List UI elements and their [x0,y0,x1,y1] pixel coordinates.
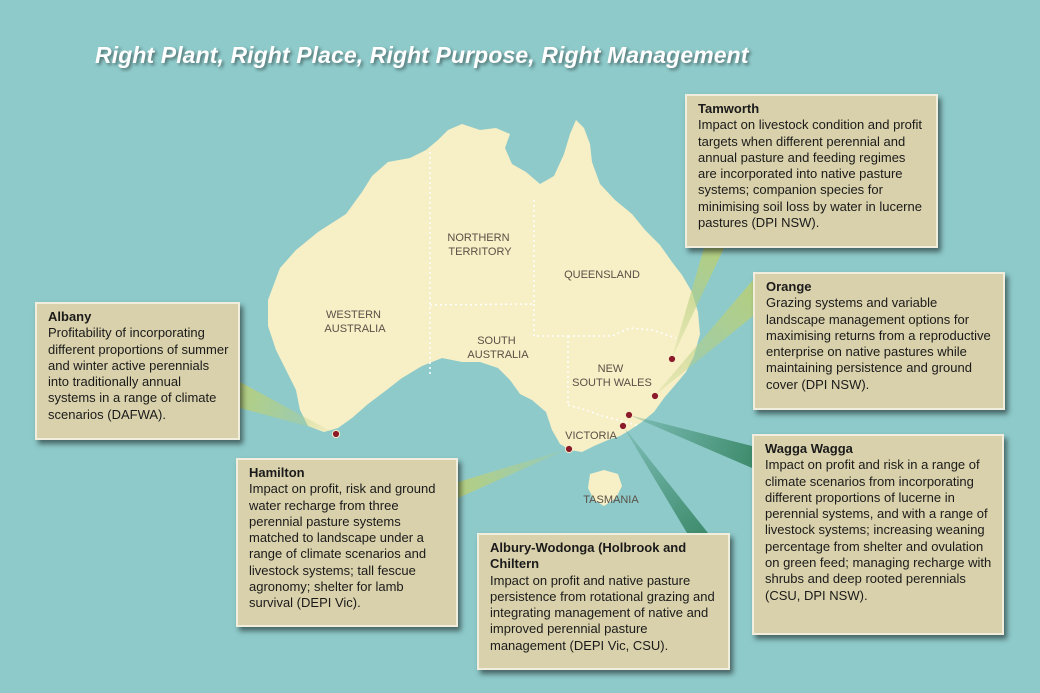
hamilton-description: Impact on profit, risk and ground water … [249,481,436,611]
tamworth-callout: Tamworth Impact on livestock condition a… [685,94,938,248]
orange-title: Orange [766,279,812,294]
tamworth-marker [667,354,677,364]
hamilton-callout: Hamilton Impact on profit, risk and grou… [236,458,458,627]
wagga-callout: Wagga Wagga Impact on profit and risk in… [752,434,1004,635]
mainland-australia [268,120,700,452]
albury-description: Impact on profit and native pasture pers… [490,572,715,653]
albany-pointer [240,382,336,434]
wagga-title: Wagga Wagga [765,441,853,456]
albury-marker [618,421,628,431]
border-nsw-vic [567,404,641,427]
orange-callout: Orange Grazing systems and variable land… [753,272,1005,410]
state-borders [429,152,677,427]
label-tasmania: TASMANIA [583,494,639,506]
label-victoria: VICTORIA [565,430,617,442]
hamilton-title: Hamilton [249,465,305,480]
albury-pointer [623,426,708,533]
tamworth-description: Impact on livestock condition and profit… [698,117,923,231]
wagga-description: Impact on profit and risk in a range of … [765,457,992,603]
page-title: Right Plant, Right Place, Right Purpose,… [95,42,749,68]
albury-callout: Albury-Wodonga (Holbrook and Chiltern Im… [477,533,730,670]
wagga-marker [624,410,634,420]
albany-callout: Albany Profitability of incorporating di… [35,302,240,440]
label-northern-territory: NORTHERN TERRITORY [447,232,512,258]
tamworth-title: Tamworth [698,101,760,116]
albury-title: Albury-Wodonga (Holbrook and Chiltern [490,540,687,572]
tamworth-pointer [672,248,724,358]
albany-marker [331,429,341,439]
label-western-australia: WESTERN AUSTRALIA [324,309,386,335]
wagga-pointer [629,415,752,468]
orange-description: Grazing systems and variable landscape m… [766,295,991,392]
albany-title: Albany [48,309,92,324]
hamilton-marker [564,444,574,454]
label-new-south-wales: NEW SOUTH WALES [572,363,652,389]
label-south-australia: SOUTH AUSTRALIA [467,335,529,361]
orange-marker [650,391,660,401]
border-nt-sa [429,303,535,306]
orange-pointer [654,280,753,396]
albany-description: Profitability of incorporating different… [48,325,229,422]
border-sa-qld [533,304,568,337]
hamilton-pointer [458,449,568,498]
label-queensland: QUEENSLAND [564,269,640,281]
tasmania-island [588,470,622,506]
